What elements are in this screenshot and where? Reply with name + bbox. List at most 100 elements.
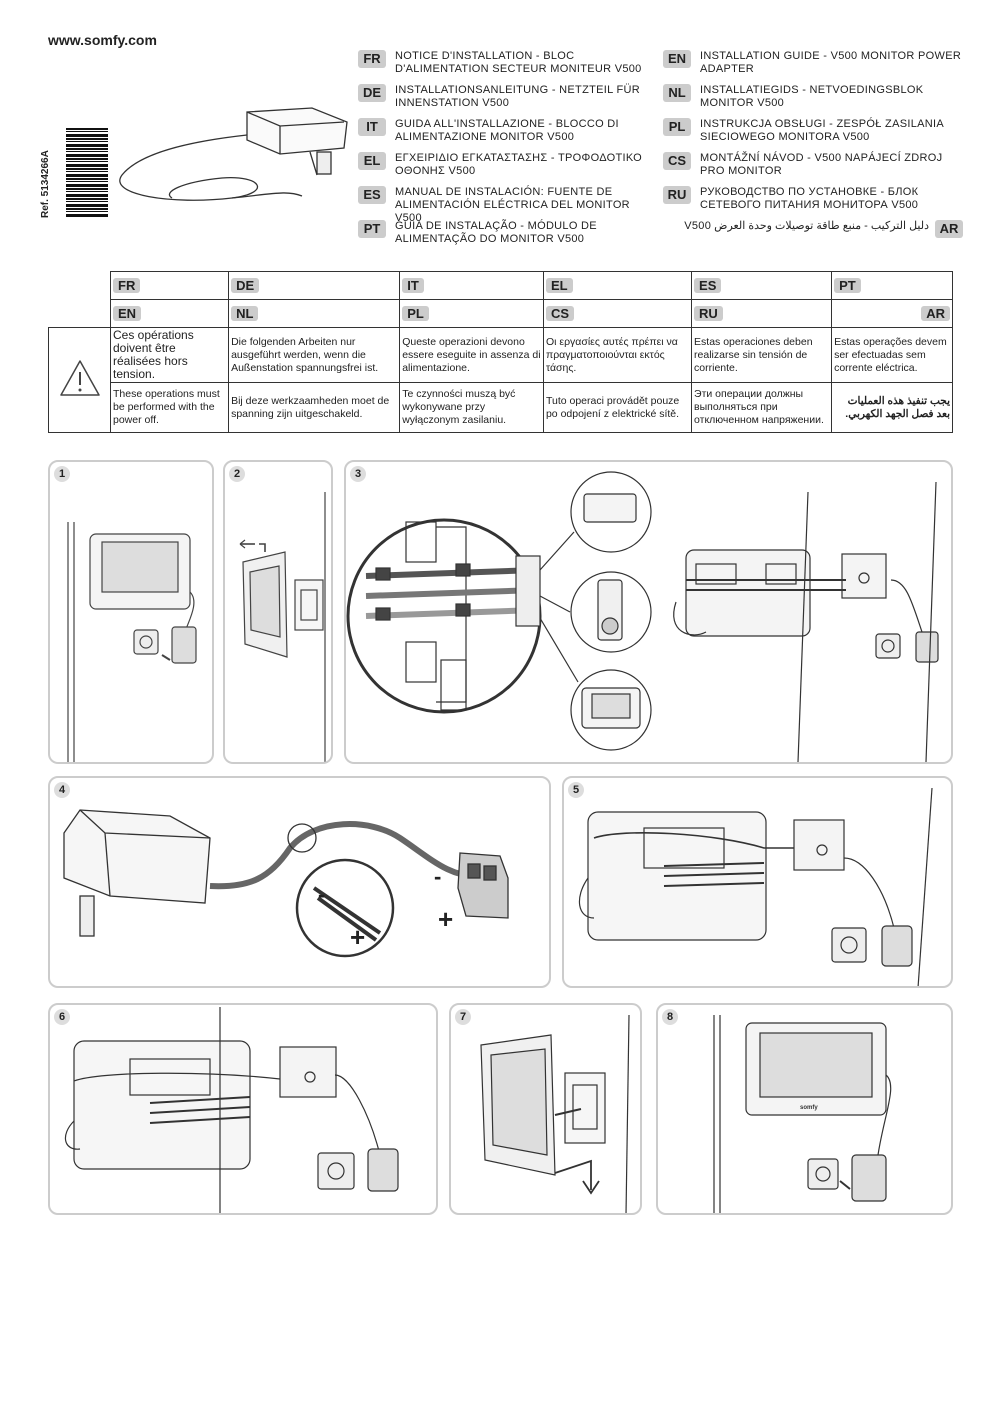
table-cell: Эти операции должны выполняться при откл… xyxy=(691,382,833,433)
barcode xyxy=(66,128,108,218)
header-cell: AR xyxy=(831,299,953,328)
plus-label: + xyxy=(438,904,453,934)
table-header-row: FR DE IT EL ES PT xyxy=(48,271,953,300)
header-cell: EN xyxy=(109,299,230,328)
plus-label: + xyxy=(350,922,365,952)
title-fr: FR NOTICE D'INSTALLATION - BLOC D'ALIMENT… xyxy=(358,50,658,84)
header-cell: IT xyxy=(399,271,544,300)
lang-badge: FR xyxy=(358,50,386,68)
titles-right-column: EN INSTALLATION GUIDE - V500 MONITOR POWE… xyxy=(663,50,963,254)
power-adapter-illustration xyxy=(119,107,348,201)
table-row: These operations must be performed with … xyxy=(49,382,953,433)
header-cell: NL xyxy=(228,299,401,328)
header-cell: EL xyxy=(542,271,693,300)
step-1-panel: 1 xyxy=(48,460,214,764)
table-cell: Tuto operaci provádět pouze po odpojení … xyxy=(542,382,693,433)
lang-badge: IT xyxy=(358,118,386,136)
lang-badge: DE xyxy=(358,84,386,102)
title-text: GUIA DE INSTALAÇÃO - MÓDULO DE ALIMENTAÇ… xyxy=(395,220,597,245)
empty-cell xyxy=(48,271,111,300)
lang-badge: EL xyxy=(358,152,386,170)
lang-badge: AR xyxy=(935,220,963,238)
header-cell: PT xyxy=(831,271,953,300)
title-text: INSTRUKCJA OBSŁUGI - ZESPÓŁ ZASILANIA SI… xyxy=(700,118,944,143)
header-cell: RU xyxy=(691,299,833,328)
step-3-panel: 3 xyxy=(344,460,953,764)
table-cell: These operations must be performed with … xyxy=(109,382,230,433)
title-text: MONTÁŽNÍ NÁVOD - V500 NAPÁJECÍ ZDROJ PRO… xyxy=(700,152,943,177)
title-de: DE INSTALLATIONSANLEITUNG - NETZTEIL FÜR … xyxy=(358,84,658,118)
title-ar: دليل التركيب - منبع طاقة توصيلات وحدة ال… xyxy=(663,220,963,254)
titles-left-column: FR NOTICE D'INSTALLATION - BLOC D'ALIMENT… xyxy=(358,50,658,254)
table-cell: Ces opérations doivent être réalisées ho… xyxy=(109,327,230,383)
title-text: INSTALLATIEGIDS - NETVOEDINGSBLOK MONITO… xyxy=(700,84,924,109)
table-cell: Te czynności muszą być wykonywane przy w… xyxy=(399,382,544,433)
step-number: 2 xyxy=(229,466,245,482)
title-pt: PT GUIA DE INSTALAÇÃO - MÓDULO DE ALIMENT… xyxy=(358,220,658,254)
title-text: INSTALLATION GUIDE - V500 MONITOR POWER … xyxy=(700,50,962,75)
step-number: 1 xyxy=(54,466,70,482)
step-number: 3 xyxy=(350,466,366,482)
step-number: 8 xyxy=(662,1009,678,1025)
header-cell: PL xyxy=(399,299,544,328)
title-cs: CS MONTÁŽNÍ NÁVOD - V500 NAPÁJECÍ ZDROJ P… xyxy=(663,152,963,186)
title-ru: RU РУКОВОДСТВО ПО УСТАНОВКЕ - БЛОК СЕТЕВО… xyxy=(663,186,963,220)
lang-badge: PT xyxy=(358,220,386,238)
step-6-panel: 6 xyxy=(48,1003,438,1215)
header-cell: ES xyxy=(691,271,833,300)
title-text: MANUAL DE INSTALACIÓN: FUENTE DE ALIMENT… xyxy=(395,186,630,224)
step-4-illustration: - + - + xyxy=(63,809,509,958)
lang-badge: CS xyxy=(663,152,691,170)
step-2-panel: 2 xyxy=(223,460,333,764)
title-text: РУКОВОДСТВО ПО УСТАНОВКЕ - БЛОК СЕТЕВОГО… xyxy=(700,186,919,211)
step-8-panel: 8 somfy xyxy=(656,1003,953,1215)
step-1-illustration xyxy=(67,522,197,762)
lang-badge: EN xyxy=(663,50,691,68)
step-6-illustration xyxy=(64,1007,399,1213)
title-es: ES MANUAL DE INSTALACIÓN: FUENTE DE ALIME… xyxy=(358,186,658,224)
lang-badge: ES xyxy=(358,186,386,204)
step-8-illustration: somfy xyxy=(713,1015,892,1213)
brand-label: somfy xyxy=(800,1105,818,1111)
warning-triangle-icon xyxy=(59,360,100,396)
header-cell: DE xyxy=(228,271,401,300)
header-cell: FR xyxy=(109,271,230,300)
step-5-illustration xyxy=(578,787,933,986)
safety-warning-table: FR DE IT EL ES PT EN NL PL CS RU AR Ces … xyxy=(48,271,953,433)
title-text: GUIDA ALL'INSTALLAZIONE - BLOCCO DI ALIM… xyxy=(395,118,619,143)
step-number: 6 xyxy=(54,1009,70,1025)
table-cell: Bij deze werkzaamheden moet de spanning … xyxy=(228,382,401,433)
empty-cell xyxy=(48,299,111,328)
step-number: 4 xyxy=(54,782,70,798)
header-cell: CS xyxy=(542,299,693,328)
table-cell: Die folgenden Arbeiten nur ausgeführt we… xyxy=(228,327,401,383)
table-cell: Οι εργασίες αυτές πρέπει να πραγματοποιο… xyxy=(542,327,693,383)
step-number: 7 xyxy=(455,1009,471,1025)
warning-cell xyxy=(48,327,111,433)
table-cell: Estas operaciones deben realizarse sin t… xyxy=(691,327,833,383)
lang-badge: NL xyxy=(663,84,691,102)
minus-label: - xyxy=(318,882,325,907)
step-2-illustration xyxy=(239,492,326,762)
title-text: INSTALLATIONSANLEITUNG - NETZTEIL FÜR IN… xyxy=(395,84,640,109)
title-text: NOTICE D'INSTALLATION - BLOC D'ALIMENTAT… xyxy=(395,50,642,75)
title-en: EN INSTALLATION GUIDE - V500 MONITOR POWE… xyxy=(663,50,963,84)
reference-number: Ref. 5134266A xyxy=(40,150,51,218)
table-row: Ces opérations doivent être réalisées ho… xyxy=(48,327,953,433)
website-url: www.somfy.com xyxy=(48,32,157,48)
title-nl: NL INSTALLATIEGIDS - NETVOEDINGSBLOK MONI… xyxy=(663,84,963,118)
minus-label: - xyxy=(434,864,441,889)
title-it: IT GUIDA ALL'INSTALLAZIONE - BLOCCO DI AL… xyxy=(358,118,658,152)
title-pl: PL INSTRUKCJA OBSŁUGI - ZESPÓŁ ZASILANIA … xyxy=(663,118,963,152)
lang-badge: PL xyxy=(663,118,691,136)
lang-badge: RU xyxy=(663,186,691,204)
step-3-illustration xyxy=(346,471,939,762)
table-cell: Queste operazioni devono essere eseguite… xyxy=(399,327,544,383)
table-header-row: EN NL PL CS RU AR xyxy=(48,299,953,328)
step-number: 5 xyxy=(568,782,584,798)
table-cell: Estas operações devem ser efectuadas sem… xyxy=(831,327,953,383)
step-5-panel: 5 xyxy=(562,776,953,988)
step-7-illustration xyxy=(480,1014,630,1213)
table-cell: يجب تنفيذ هذه العمليات بعد فصل الجهد الك… xyxy=(831,382,953,433)
